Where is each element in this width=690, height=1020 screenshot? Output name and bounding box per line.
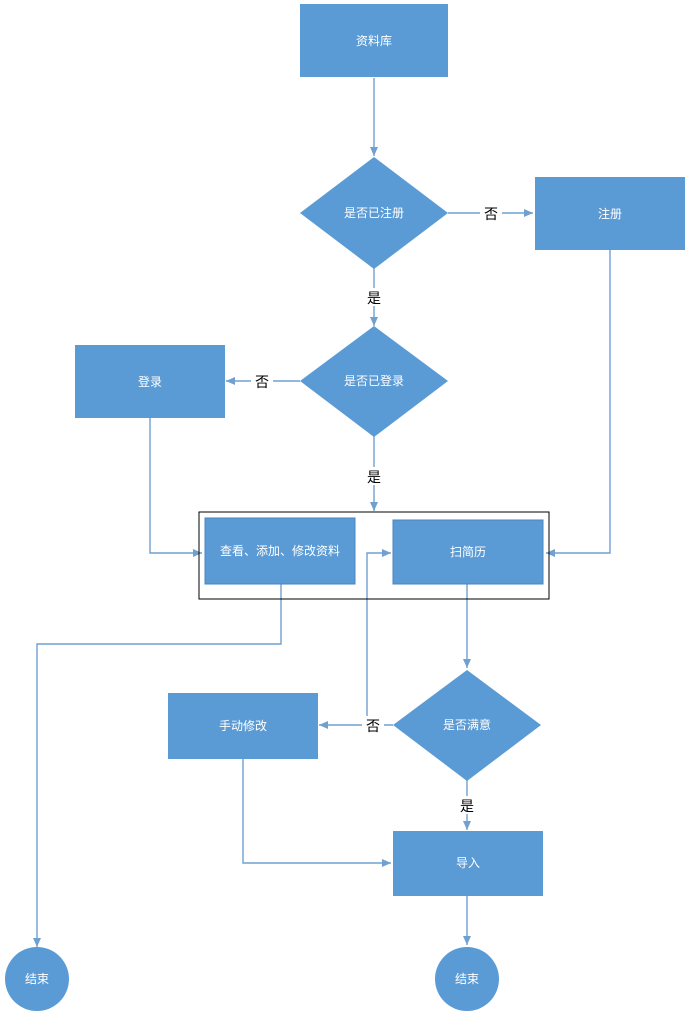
decision-is-satisfied-label: 是否满意: [443, 717, 491, 732]
node-manual-edit: 手动修改: [168, 693, 318, 759]
node-scan-resume: 扫简历: [392, 519, 544, 585]
edge-manual-edit-to-import: [242, 759, 391, 867]
edge-label-satisfied-yes: 是: [460, 799, 474, 815]
edge-label-logged-in-no: 否: [255, 375, 269, 391]
edge-view-edit-data-to-end-left: [33, 584, 282, 947]
node-import: 导入: [393, 831, 543, 896]
node-end-right: 结束: [435, 947, 499, 1011]
node-login: 登录: [75, 345, 225, 418]
edge-satisfied-no-loop-to-scan-resume: [366, 549, 391, 725]
edge-register-to-scan-resume: [546, 250, 611, 557]
node-manual-edit-label: 手动修改: [219, 718, 267, 733]
node-database-label: 资料库: [356, 33, 392, 48]
node-view-edit-data: 查看、添加、修改资料: [204, 517, 356, 585]
node-end-left-label: 结束: [25, 972, 49, 986]
edge-login-to-view-edit-data: [149, 418, 202, 557]
node-register-label: 注册: [598, 206, 622, 221]
decision-is-registered-label: 是否已注册: [344, 205, 404, 220]
node-view-edit-data-label: 查看、添加、修改资料: [220, 543, 340, 558]
edges: [33, 78, 611, 947]
decision-is-satisfied: 是否满意: [393, 670, 541, 781]
edge-label-logged-in-yes: 是: [367, 470, 381, 486]
node-scan-resume-label: 扫简历: [450, 545, 486, 559]
edge-label-satisfied-no: 否: [366, 719, 380, 735]
node-end-left: 结束: [5, 947, 69, 1011]
decision-is-logged-in: 是否已登录: [300, 326, 448, 437]
edge-label-registered-no: 否: [484, 207, 498, 223]
node-end-right-label: 结束: [455, 972, 479, 986]
node-register: 注册: [535, 177, 685, 250]
node-login-label: 登录: [138, 374, 162, 389]
decision-is-registered: 是否已注册: [300, 157, 448, 269]
process-group-box: [198, 511, 550, 600]
node-import-label: 导入: [456, 856, 480, 870]
node-database: 资料库: [300, 4, 448, 77]
edge-label-registered-yes: 是: [367, 291, 381, 307]
edge-labels: 否 是 否 是 否 是: [251, 204, 502, 815]
decision-is-logged-in-label: 是否已登录: [344, 373, 404, 388]
